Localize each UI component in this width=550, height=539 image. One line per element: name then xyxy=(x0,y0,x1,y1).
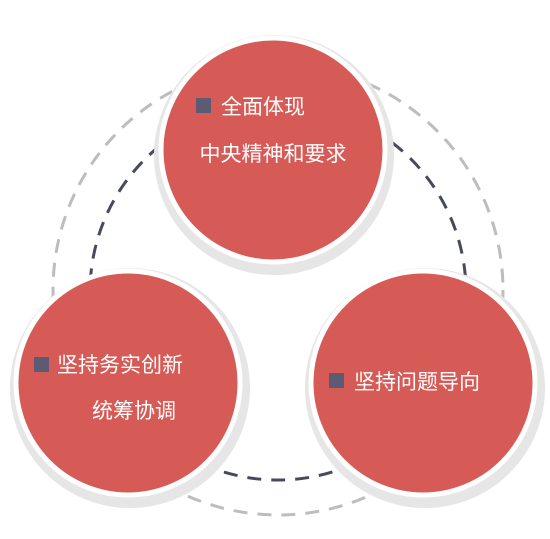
node-left-line2: 统筹协调 xyxy=(92,399,176,423)
node-left-circle xyxy=(13,268,243,498)
node-top-circle xyxy=(158,35,388,265)
node-right-circle xyxy=(308,268,538,498)
node-top-line2: 中央精神和要求 xyxy=(200,142,347,166)
node-left-line1: 坚持务实创新 xyxy=(57,353,183,377)
node-top-line1: 全面体现 xyxy=(221,95,305,119)
node-top: 全面体现 中央精神和要求 xyxy=(154,35,394,275)
square-bullet-icon xyxy=(329,373,344,388)
node-left: 坚持务实创新 统筹协调 xyxy=(10,268,250,508)
node-right-line1: 坚持问题导向 xyxy=(354,370,480,394)
square-bullet-icon xyxy=(34,357,49,372)
square-bullet-icon xyxy=(196,98,211,113)
node-right: 坚持问题导向 xyxy=(305,268,545,508)
